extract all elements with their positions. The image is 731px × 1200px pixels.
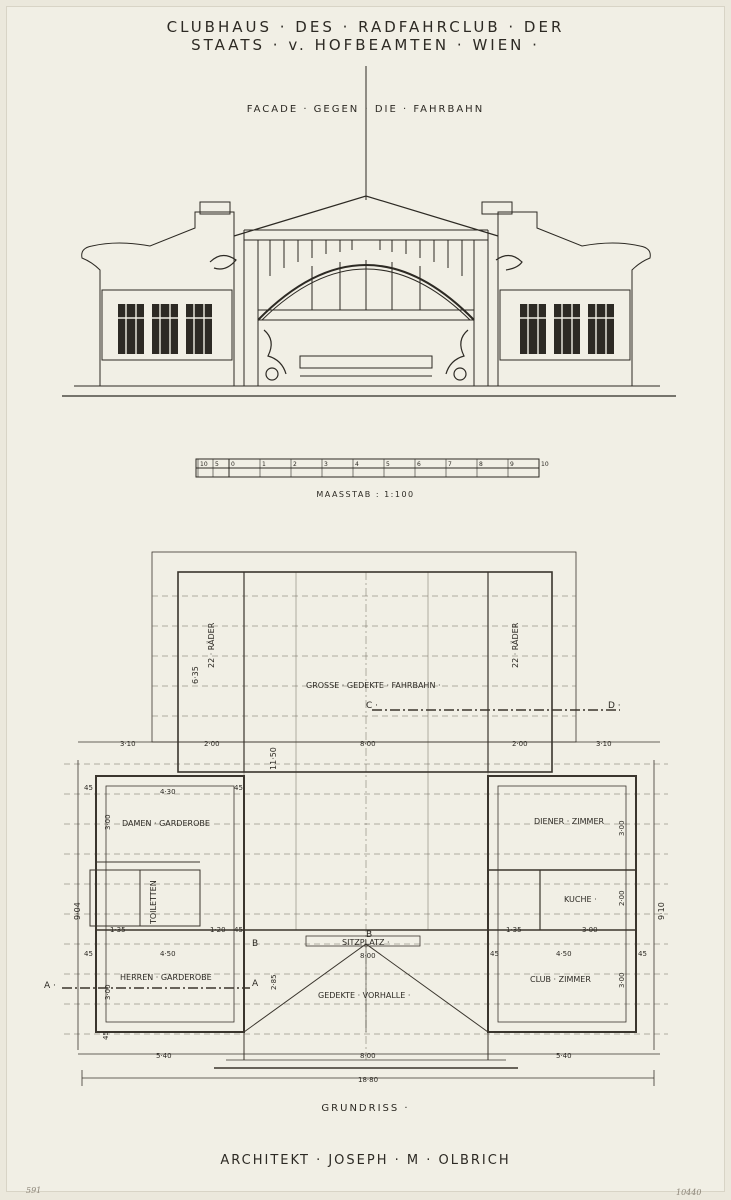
dim-top-2-00-right: 2·00 <box>512 740 528 748</box>
room-fahrbahn: GROSSE · GEDEKTE · FAHRBAHN · <box>306 681 441 690</box>
scale-tick-label: 8 <box>479 461 483 468</box>
dim-kuche-2-00: 2·00 <box>618 890 626 906</box>
facade-title: FACADE · GEGEN · DIE · FAHRBAHN <box>246 104 485 115</box>
dim-mid-8-00: 8·00 <box>360 952 376 960</box>
dim-club-45-b: 45 <box>638 950 647 958</box>
section-mark-a-right: A <box>252 979 259 989</box>
room-club: CLUB · ZIMMER <box>530 975 591 984</box>
section-mark-a-left: A · <box>44 981 56 991</box>
dim-r-3-00: 3·00 <box>582 926 598 934</box>
scale-tick-label: 10 <box>541 461 549 468</box>
section-mark-b-bottom: B <box>252 939 258 949</box>
dim-t-45: 45 <box>234 926 243 934</box>
architect-credit: ARCHITEKT · JOSEPH · M · OLBRICH <box>220 1153 511 1168</box>
room-herren: HERREN · GARDEROBE <box>120 973 212 982</box>
room-damen: DAMEN · GARDEROBE <box>122 819 210 828</box>
dim-top-3-10-left: 3·10 <box>120 740 136 748</box>
dim-club-3-00: 3·00 <box>618 972 626 988</box>
left-rack-label: 22 · RÄDER <box>206 622 216 668</box>
dim-bottom-5-40-left: 5·40 <box>156 1052 172 1060</box>
section-mark-d: D · <box>608 701 621 711</box>
drawing-sheet <box>6 6 725 1192</box>
title-line-2: STAATS · v. HOFBEAMTEN · WIEN · <box>191 36 540 54</box>
dim-total-18-80: 18·80 <box>358 1076 378 1084</box>
dim-9-04: 9·04 <box>73 902 82 920</box>
facade-elevation <box>62 66 676 397</box>
scale-tick-label: 1 <box>262 461 266 468</box>
room-vorhalle: GEDEKTE · VORHALLE · <box>318 991 410 1000</box>
section-mark-c: C · <box>366 701 378 711</box>
dim-club-45-a: 45 <box>490 950 499 958</box>
dim-damen-3-00: 3·00 <box>104 814 112 830</box>
scale-bar: 10 5 0 1 2 3 4 5 6 7 8 9 10 <box>195 458 549 478</box>
plan-title: GRUNDRISS · <box>321 1103 410 1114</box>
dim-top-2-00-left: 2·00 <box>204 740 220 748</box>
dim-9-10: 9·10 <box>657 902 666 920</box>
dim-club-4-50: 4·50 <box>556 950 572 958</box>
dim-diener-3-00: 3·00 <box>618 820 626 836</box>
scale-tick-label: 7 <box>448 461 452 468</box>
dim-herren-3-00: 3·00 <box>104 984 112 1000</box>
section-mark-b-top: B <box>366 930 372 940</box>
scale-tick-label: 9 <box>510 461 514 468</box>
dim-bottom-45: 45 <box>102 1031 110 1040</box>
scale-tick-label: 5 <box>386 461 390 468</box>
room-kuche: KUCHE · <box>564 895 597 904</box>
ground-plan: 22 · RÄDER 22 · RÄDER 6·35 11·50 TOILETT… <box>44 551 668 1086</box>
scale-tick-label: 4 <box>355 461 359 468</box>
dim-2-85: 2·85 <box>270 974 278 990</box>
dim-top-8-00: 8·00 <box>360 740 376 748</box>
dim-t-1-20: 1·20 <box>210 926 226 934</box>
dim-damen-45-b: 45 <box>234 784 243 792</box>
dim-11-50: 11·50 <box>269 747 278 770</box>
dim-bottom-5-40-right: 5·40 <box>556 1052 572 1060</box>
dim-6-35: 6·35 <box>191 666 200 684</box>
scale-tick-label: 0 <box>231 461 235 468</box>
dim-herren-45: 45 <box>84 950 93 958</box>
room-diener: DIENER · ZIMMER <box>534 817 605 826</box>
scale-tick-label: 3 <box>324 461 328 468</box>
dim-damen-4-30: 4·30 <box>160 788 176 796</box>
dim-top-3-10-right: 3·10 <box>596 740 612 748</box>
scale-tick-label: 2 <box>293 461 297 468</box>
scale-label: MAASSTAB : 1:100 <box>316 490 415 499</box>
room-sitzplatz: SITZPLATZ · <box>342 938 390 947</box>
right-rack-label: 22 · RÄDER <box>510 622 520 668</box>
dim-bottom-8-00: 8·00 <box>360 1052 376 1060</box>
dim-damen-45-a: 45 <box>84 784 93 792</box>
scale-tick-label: 6 <box>417 461 421 468</box>
corner-note-right: 10440 <box>676 1188 702 1197</box>
dim-herren-4-50: 4·50 <box>160 950 176 958</box>
dim-r-1-35: 1·35 <box>506 926 522 934</box>
title-line-1: CLUBHAUS · DES · RADFAHRCLUB · DER <box>166 18 565 36</box>
dim-t-1-35: 1·35 <box>110 926 126 934</box>
scale-tick-label: 5 <box>215 461 219 468</box>
corner-note-left: 591 <box>26 1186 42 1195</box>
scale-tick-label: 10 <box>200 461 208 468</box>
toiletten-label: TOILETTEN <box>149 880 158 925</box>
